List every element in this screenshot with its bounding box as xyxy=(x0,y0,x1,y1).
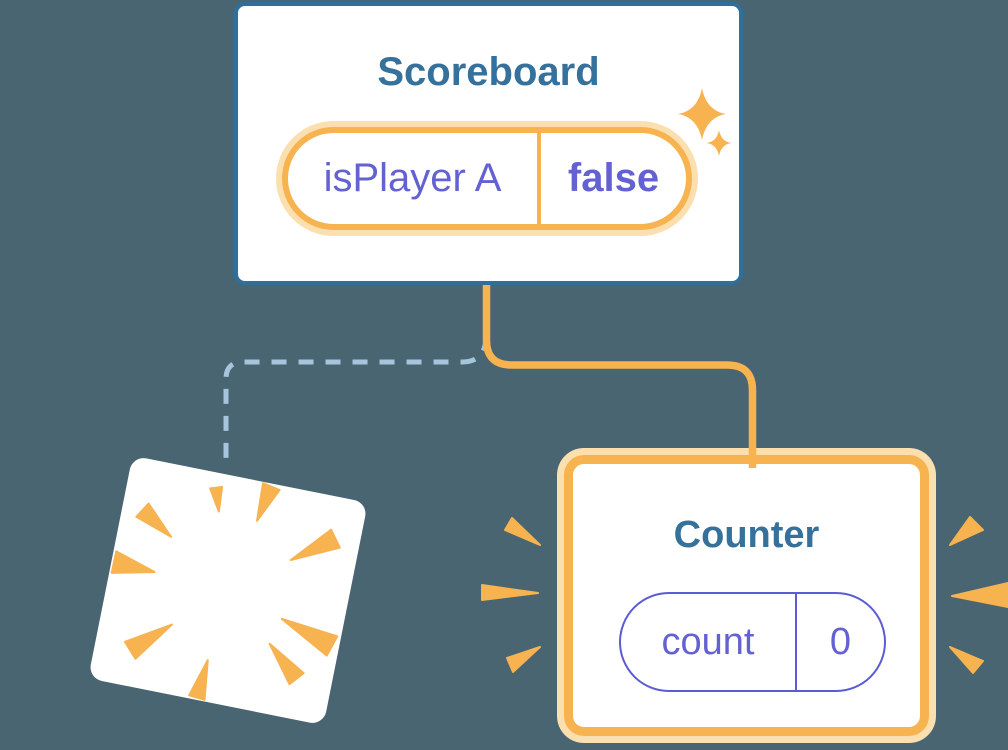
pill-divider xyxy=(795,594,797,690)
state-value: 0 xyxy=(829,620,852,663)
removed-branch-dashed-line xyxy=(223,335,489,460)
poof-burst-icon xyxy=(110,482,341,701)
emphasis-rays-icon xyxy=(481,517,541,673)
sparkle-stars-icon xyxy=(678,88,732,156)
counter-title: Counter xyxy=(673,514,820,556)
state-value: false xyxy=(567,156,660,200)
emphasis-rays-icon xyxy=(949,516,1008,674)
scoreboard-state-pill: isPlayer A false xyxy=(282,127,692,230)
state-label: isPlayer A xyxy=(323,156,502,200)
scoreboard-title: Scoreboard xyxy=(377,50,600,94)
counter-card: Counter count 0 xyxy=(564,455,929,736)
destroyed-component-card xyxy=(88,455,368,726)
state-label: count xyxy=(661,620,755,663)
active-branch-line xyxy=(482,285,757,468)
scoreboard-card: Scoreboard isPlayer A false xyxy=(234,2,743,285)
pill-divider xyxy=(537,133,541,224)
counter-state-pill: count 0 xyxy=(619,592,886,692)
